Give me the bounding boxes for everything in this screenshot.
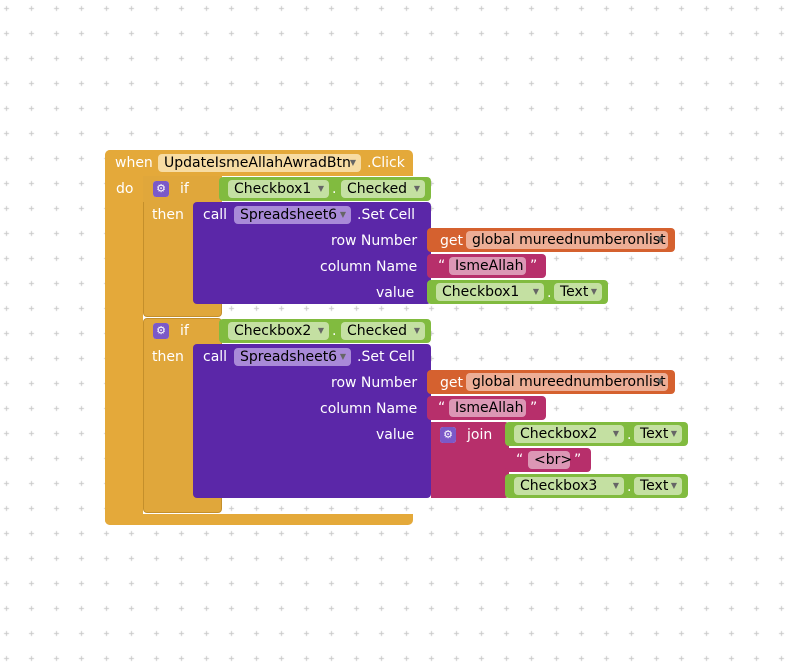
column-name-label: column Name: [320, 259, 418, 275]
spreadsheet-component-dropdown[interactable]: Spreadsheet6 ▼: [234, 348, 351, 366]
text-value: IsmeAllah: [455, 400, 524, 416]
get-label: get: [440, 233, 463, 249]
dot-separator: .: [547, 285, 552, 301]
call-label: call: [203, 207, 228, 223]
method-name: .Set Cell: [357, 207, 416, 223]
component-name: Checkbox2: [520, 426, 598, 442]
join-label: join: [467, 427, 493, 443]
then-label: then: [152, 349, 184, 365]
dot-separator: .: [627, 427, 632, 443]
chevron-down-icon: ▼: [349, 158, 356, 167]
property-name: Checked: [347, 323, 408, 339]
row-number-label: row Number: [331, 233, 418, 249]
text-value-field[interactable]: <br>: [528, 451, 573, 469]
checkbox1-dropdown[interactable]: Checkbox1 ▼: [228, 180, 329, 198]
checked-property-dropdown[interactable]: Checked ▼: [341, 322, 425, 340]
event-component-name: UpdateIsmeAllahAwradBtn: [164, 155, 351, 171]
text-value-field[interactable]: IsmeAllah: [449, 399, 526, 417]
value-label: value: [376, 427, 415, 443]
chevron-down-icon: ▼: [656, 235, 663, 244]
chevron-down-icon: ▼: [656, 377, 663, 386]
checkbox2-dropdown[interactable]: Checkbox2 ▼: [228, 322, 329, 340]
get-label: get: [440, 375, 463, 391]
then-label: then: [152, 207, 184, 223]
quote-open-icon: “: [438, 400, 446, 416]
chevron-down-icon: ▼: [339, 210, 346, 219]
call-block-2[interactable]: [193, 344, 431, 498]
text-value: IsmeAllah: [455, 258, 524, 274]
variable-dropdown[interactable]: global mureednumberonlist ▼: [466, 373, 668, 391]
gear-icon[interactable]: ⚙: [153, 181, 169, 197]
event-footer: [105, 514, 413, 525]
dot-separator: .: [332, 323, 337, 339]
chevron-down-icon: ▼: [413, 184, 420, 193]
property-name: Checked: [347, 181, 408, 197]
chevron-down-icon: ▼: [590, 287, 597, 296]
quote-open-icon: “: [438, 258, 446, 274]
variable-dropdown[interactable]: global mureednumberonlist ▼: [466, 231, 668, 249]
component-name: Checkbox2: [234, 323, 312, 339]
dot-separator: .: [627, 479, 632, 495]
gear-icon[interactable]: ⚙: [153, 323, 169, 339]
chevron-down-icon: ▼: [670, 429, 677, 438]
text-value: <br>: [534, 452, 573, 468]
text-property-dropdown[interactable]: Text ▼: [634, 425, 682, 443]
quote-close-icon: ”: [574, 452, 582, 468]
chevron-down-icon: ▼: [339, 352, 346, 361]
spreadsheet-component-dropdown[interactable]: Spreadsheet6 ▼: [234, 206, 351, 224]
gear-icon[interactable]: ⚙: [440, 427, 456, 443]
property-name: Text: [640, 426, 669, 442]
when-label: when: [115, 155, 153, 171]
column-name-label: column Name: [320, 401, 418, 417]
chevron-down-icon: ▼: [670, 481, 677, 490]
event-name: .Click: [367, 155, 405, 171]
quote-close-icon: ”: [530, 400, 538, 416]
quote-open-icon: “: [516, 452, 524, 468]
chevron-down-icon: ▼: [413, 326, 420, 335]
quote-close-icon: ”: [530, 258, 538, 274]
row-number-label: row Number: [331, 375, 418, 391]
property-name: Text: [640, 478, 669, 494]
component-name: Spreadsheet6: [240, 207, 338, 223]
variable-name: global mureednumberonlist: [472, 374, 666, 390]
value-label: value: [376, 285, 415, 301]
chevron-down-icon: ▼: [612, 481, 619, 490]
if-label: if: [180, 181, 189, 197]
component-name: Checkbox1: [442, 284, 520, 300]
method-name: .Set Cell: [357, 349, 416, 365]
property-name: Text: [560, 284, 589, 300]
text-property-dropdown[interactable]: Text ▼: [634, 477, 682, 495]
chevron-down-icon: ▼: [612, 429, 619, 438]
text-value-field[interactable]: IsmeAllah: [449, 257, 526, 275]
component-name: Spreadsheet6: [240, 349, 338, 365]
do-label: do: [116, 181, 134, 197]
call-label: call: [203, 349, 228, 365]
chevron-down-icon: ▼: [317, 184, 324, 193]
checkbox1-text-dropdown[interactable]: Checkbox1 ▼: [436, 283, 544, 301]
text-property-dropdown[interactable]: Text ▼: [554, 283, 602, 301]
event-component-dropdown[interactable]: UpdateIsmeAllahAwradBtn ▼: [158, 154, 361, 172]
event-spine: [105, 150, 143, 525]
chevron-down-icon: ▼: [317, 326, 324, 335]
component-name: Checkbox3: [520, 478, 598, 494]
checkbox2-text-dropdown[interactable]: Checkbox2 ▼: [514, 425, 624, 443]
dot-separator: .: [332, 181, 337, 197]
chevron-down-icon: ▼: [532, 287, 539, 296]
variable-name: global mureednumberonlist: [472, 232, 666, 248]
checked-property-dropdown[interactable]: Checked ▼: [341, 180, 425, 198]
checkbox3-text-dropdown[interactable]: Checkbox3 ▼: [514, 477, 624, 495]
if-label: if: [180, 323, 189, 339]
component-name: Checkbox1: [234, 181, 312, 197]
